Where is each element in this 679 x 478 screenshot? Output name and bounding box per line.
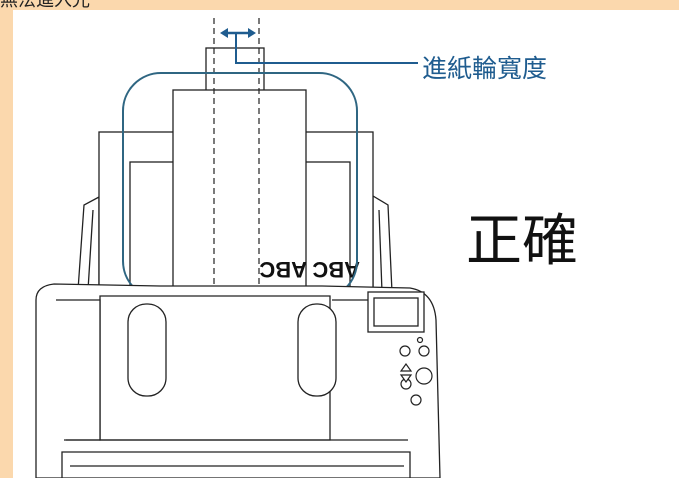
paper-feed-width-label: 進紙輪寬度 <box>422 54 548 83</box>
down-triangle-icon <box>399 374 413 384</box>
output-tray <box>61 451 411 478</box>
left-slot <box>127 303 167 397</box>
paper-text: ABC ABC <box>259 257 360 282</box>
label-leader-line <box>235 33 418 64</box>
up-triangle-icon <box>399 362 413 372</box>
double-arrow-icon <box>220 28 256 38</box>
right-slot <box>297 303 337 397</box>
chute-side-right <box>372 194 393 293</box>
scanner-lcd-icon <box>367 291 425 333</box>
top-caption: 無法進入光 <box>0 0 90 11</box>
paper-sheet <box>172 47 307 291</box>
status-label: 正確 <box>466 209 578 274</box>
